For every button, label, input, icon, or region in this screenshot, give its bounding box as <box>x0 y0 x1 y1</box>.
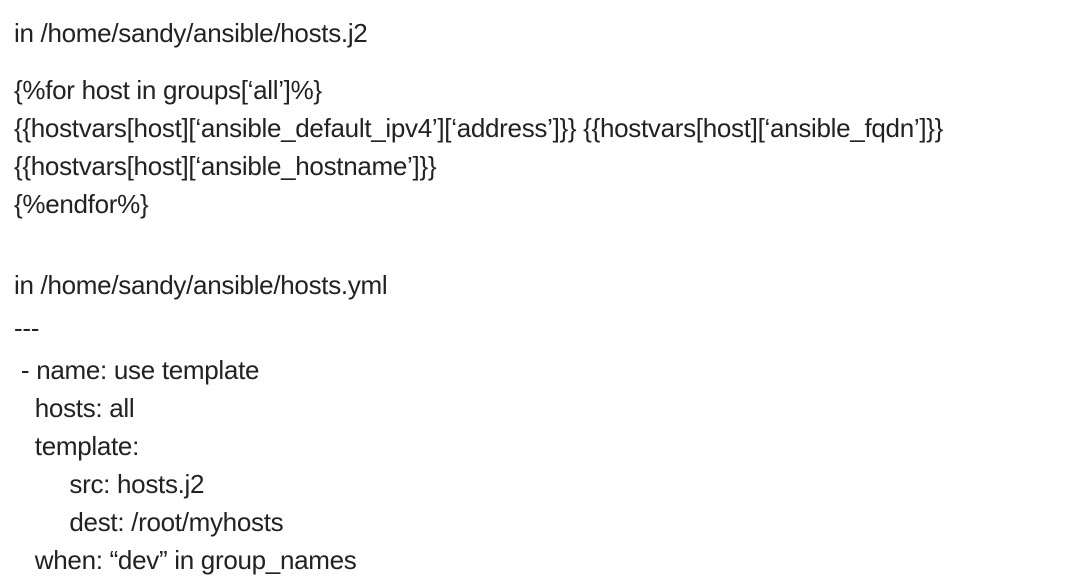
yaml-line-template-module: template: <box>14 431 140 461</box>
yaml-line-dest: dest: /root/myhosts <box>14 507 284 537</box>
yaml-document-separator: --- <box>14 313 40 343</box>
file-path-heading-hosts-j2: in /home/sandy/ansible/hosts.j2 <box>14 18 368 48</box>
yaml-line-hosts: hosts: all <box>14 393 135 423</box>
yaml-line-src: src: hosts.j2 <box>14 469 205 499</box>
file-path-heading-hosts-yml: in /home/sandy/ansible/hosts.yml <box>14 270 388 300</box>
code-line-endfor: {%endfor%} <box>14 189 149 219</box>
yaml-line-task-name: - name: use template <box>14 355 260 385</box>
code-line-hostname: {{hostvars[host][‘ansible_hostname’]}} <box>14 151 437 181</box>
yaml-line-when-condition: when: “dev” in group_names <box>14 545 357 575</box>
code-line-for-loop: {%for host in groups[‘all’]%} <box>14 75 322 105</box>
code-line-ipv4-fqdn: {{hostvars[host][‘ansible_default_ipv4’]… <box>14 113 944 143</box>
